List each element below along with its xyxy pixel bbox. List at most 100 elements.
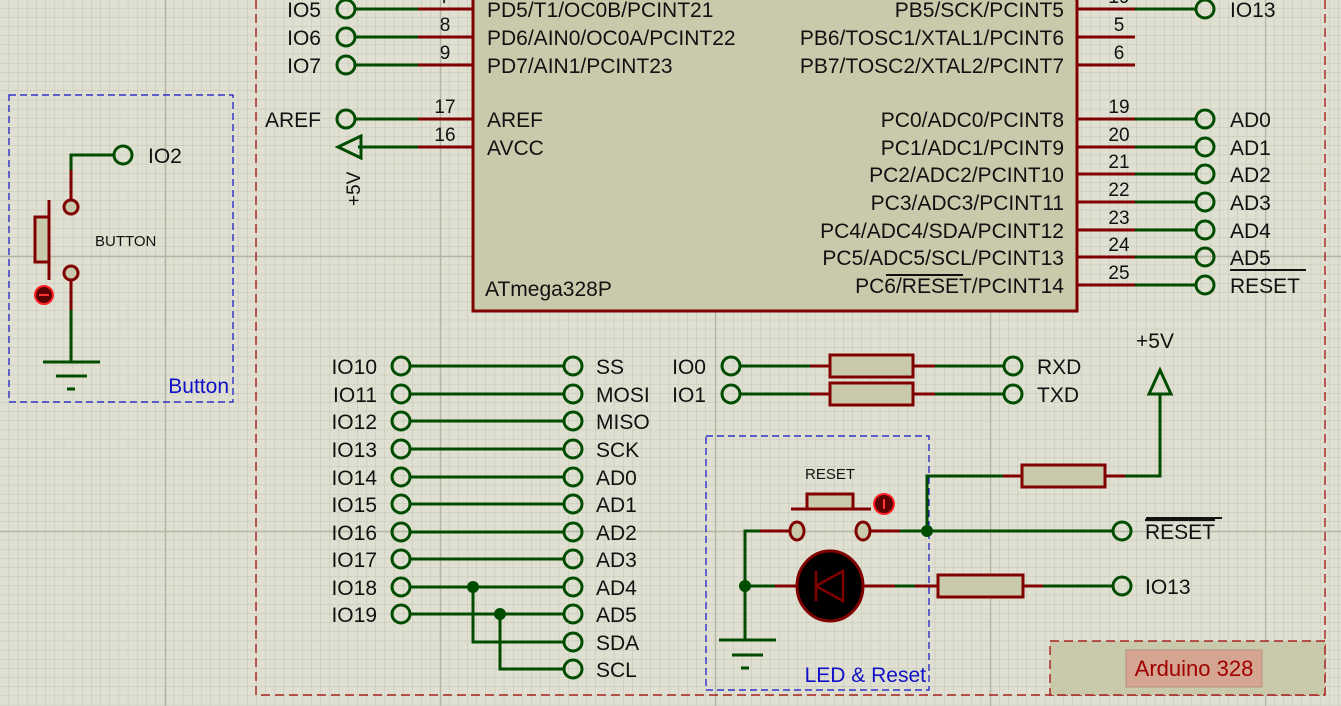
pin-name: PC2/ADC2/PCINT10 <box>869 164 1064 187</box>
terminal-ad4[interactable] <box>1194 219 1216 241</box>
terminal-reset[interactable] <box>1194 274 1216 296</box>
terminal-reset[interactable] <box>1111 520 1133 542</box>
terminal-label: IO1 <box>672 384 706 407</box>
terminal-io11[interactable] <box>390 383 412 405</box>
serial-resistor[interactable] <box>828 381 915 407</box>
terminal-ad3[interactable] <box>1194 191 1216 213</box>
terminal-ad2[interactable] <box>1194 163 1216 185</box>
pin-number: 7 <box>440 0 451 8</box>
terminal-label: AD0 <box>1230 109 1271 132</box>
terminal-io12[interactable] <box>390 410 412 432</box>
pin-number: 19 <box>1108 97 1129 118</box>
terminal-txd[interactable] <box>1002 383 1024 405</box>
wire <box>743 529 1113 640</box>
button-group-title: Button <box>168 375 229 398</box>
terminal-label: AD3 <box>1230 192 1271 215</box>
atmega328p-chip[interactable] <box>471 0 1079 313</box>
title-label-box[interactable] <box>1125 649 1263 688</box>
terminal-io13[interactable] <box>1111 575 1133 597</box>
pin-name: PC3/ADC3/PCINT11 <box>871 192 1064 215</box>
led-reset-group-box <box>705 435 930 691</box>
terminal-io13[interactable] <box>390 438 412 460</box>
terminal-io18[interactable] <box>390 576 412 598</box>
pin-name: PC0/ADC0/PCINT8 <box>881 109 1064 132</box>
terminal-aref[interactable] <box>335 108 357 130</box>
terminal-label: RXD <box>1037 356 1081 379</box>
terminal-label: AD1 <box>596 494 637 517</box>
terminal-io10[interactable] <box>390 355 412 377</box>
pin-number: 9 <box>440 43 451 64</box>
terminal-io5[interactable] <box>335 0 357 20</box>
terminal-label: IO15 <box>331 494 377 517</box>
terminal-rxd[interactable] <box>1002 355 1024 377</box>
power-arrow-icon <box>334 133 363 161</box>
terminal-label: TXD <box>1037 384 1079 407</box>
terminal-label: IO6 <box>287 27 321 50</box>
terminal-label: AD4 <box>1230 220 1271 243</box>
terminal-ad1[interactable] <box>1194 136 1216 158</box>
terminal-label: IO14 <box>331 467 377 490</box>
ground-icon <box>719 638 776 670</box>
terminal-label: RESET <box>1145 521 1215 544</box>
button-pad <box>62 264 80 282</box>
terminal-ad5[interactable] <box>1194 246 1216 268</box>
terminal-label: AD5 <box>1230 247 1271 270</box>
avcc-power-label: +5V <box>344 171 365 206</box>
terminal-io13[interactable] <box>1194 0 1216 20</box>
reset-button-body[interactable] <box>805 492 855 511</box>
terminal-label: IO10 <box>331 356 377 379</box>
pin-name: PC5/ADC5/SCL/PCINT13 <box>822 247 1064 270</box>
terminal-label: AD2 <box>1230 164 1271 187</box>
terminal-io14[interactable] <box>390 466 412 488</box>
button-body[interactable] <box>33 215 51 264</box>
pin-number: 17 <box>434 97 455 118</box>
terminal-label: IO12 <box>331 411 377 434</box>
junction-dot <box>467 581 479 593</box>
terminal-io15[interactable] <box>390 493 412 515</box>
terminal-label: MOSI <box>596 384 650 407</box>
pin-number: 23 <box>1108 208 1129 229</box>
pin-name: PD7/AIN1/PCINT23 <box>487 55 673 78</box>
terminal-label: IO13 <box>331 439 377 462</box>
wire <box>925 394 1162 531</box>
pullup-resistor[interactable] <box>1020 463 1107 489</box>
terminal-label: RESET <box>1230 275 1300 298</box>
chip-left-pins: 7PD5/T1/OC0B/PCINT21IO58PD6/AIN0/OC0A/PC… <box>265 0 736 160</box>
button-part-label: BUTTON <box>95 233 156 250</box>
terminal-io19[interactable] <box>390 603 412 625</box>
terminal-io6[interactable] <box>335 26 357 48</box>
terminal-label: AD2 <box>596 522 637 545</box>
pin-number: 5 <box>1114 15 1125 36</box>
led[interactable] <box>795 549 865 623</box>
terminal-label: AD4 <box>596 577 637 600</box>
terminal-label: AD5 <box>596 604 637 627</box>
terminal-io2[interactable] <box>112 144 134 166</box>
terminal-label: IO5 <box>287 0 321 22</box>
pin-number: 21 <box>1108 152 1129 173</box>
terminal-label: AD3 <box>596 549 637 572</box>
terminal-io17[interactable] <box>390 548 412 570</box>
pin-name: AREF <box>487 109 543 132</box>
chip-right-pins: 19PB5/SCK/PCINT5IO135PB6/TOSC1/XTAL1/PCI… <box>800 0 1306 298</box>
terminal-label: IO17 <box>331 549 377 572</box>
terminal-io7[interactable] <box>335 54 357 76</box>
terminal-label: IO19 <box>331 604 377 627</box>
terminal-io0[interactable] <box>720 355 742 377</box>
led-resistor[interactable] <box>936 573 1025 599</box>
pin-name: PD6/AIN0/OC0A/PCINT22 <box>487 27 736 50</box>
terminal-io1[interactable] <box>720 383 742 405</box>
pin-number: 22 <box>1108 180 1129 201</box>
terminal-label: AD0 <box>596 467 637 490</box>
terminal-label: SDA <box>596 632 639 655</box>
terminal-label: IO13 <box>1145 576 1191 599</box>
terminal-ad0[interactable] <box>1194 108 1216 130</box>
terminal-label: IO18 <box>331 577 377 600</box>
terminal-label: IO2 <box>148 145 182 168</box>
power-label: +5V <box>1136 330 1174 353</box>
terminal-io16[interactable] <box>390 521 412 543</box>
terminal-label: AREF <box>265 109 321 132</box>
pin-name: PC1/ADC1/PCINT9 <box>881 137 1064 160</box>
serial-resistor[interactable] <box>828 353 915 379</box>
